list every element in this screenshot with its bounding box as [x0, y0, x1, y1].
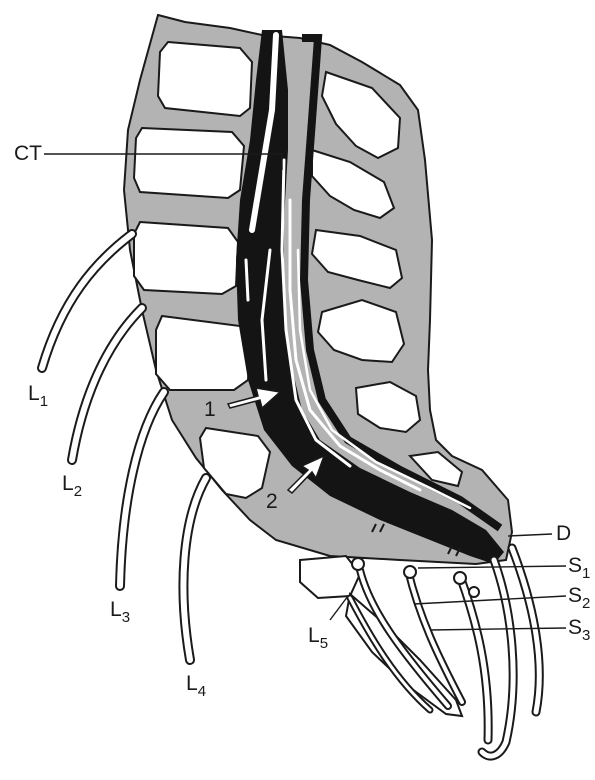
label-l3: L3 [110, 598, 130, 626]
label-arrow-1: 1 [204, 398, 216, 421]
label-l4: L4 [186, 672, 206, 700]
label-s3: S3 [568, 616, 590, 644]
label-s1: S1 [568, 554, 590, 582]
label-d: D [556, 522, 571, 545]
vertebra-t11 [158, 42, 252, 116]
vertebra-l1 [134, 222, 238, 294]
label-s2: S2 [568, 584, 590, 612]
label-l2: L2 [62, 472, 82, 500]
sacral-body [300, 556, 360, 598]
vertebra-t12 [134, 128, 244, 198]
nerve-l1 [42, 234, 132, 368]
vertebra-l2 [156, 316, 250, 390]
label-l1: L1 [28, 382, 48, 410]
label-ct: CT [14, 142, 42, 165]
label-arrow-2: 2 [266, 490, 278, 513]
vertebra-l3 [200, 428, 270, 498]
nerve-l2 [72, 308, 142, 460]
label-l5: L5 [308, 624, 328, 652]
